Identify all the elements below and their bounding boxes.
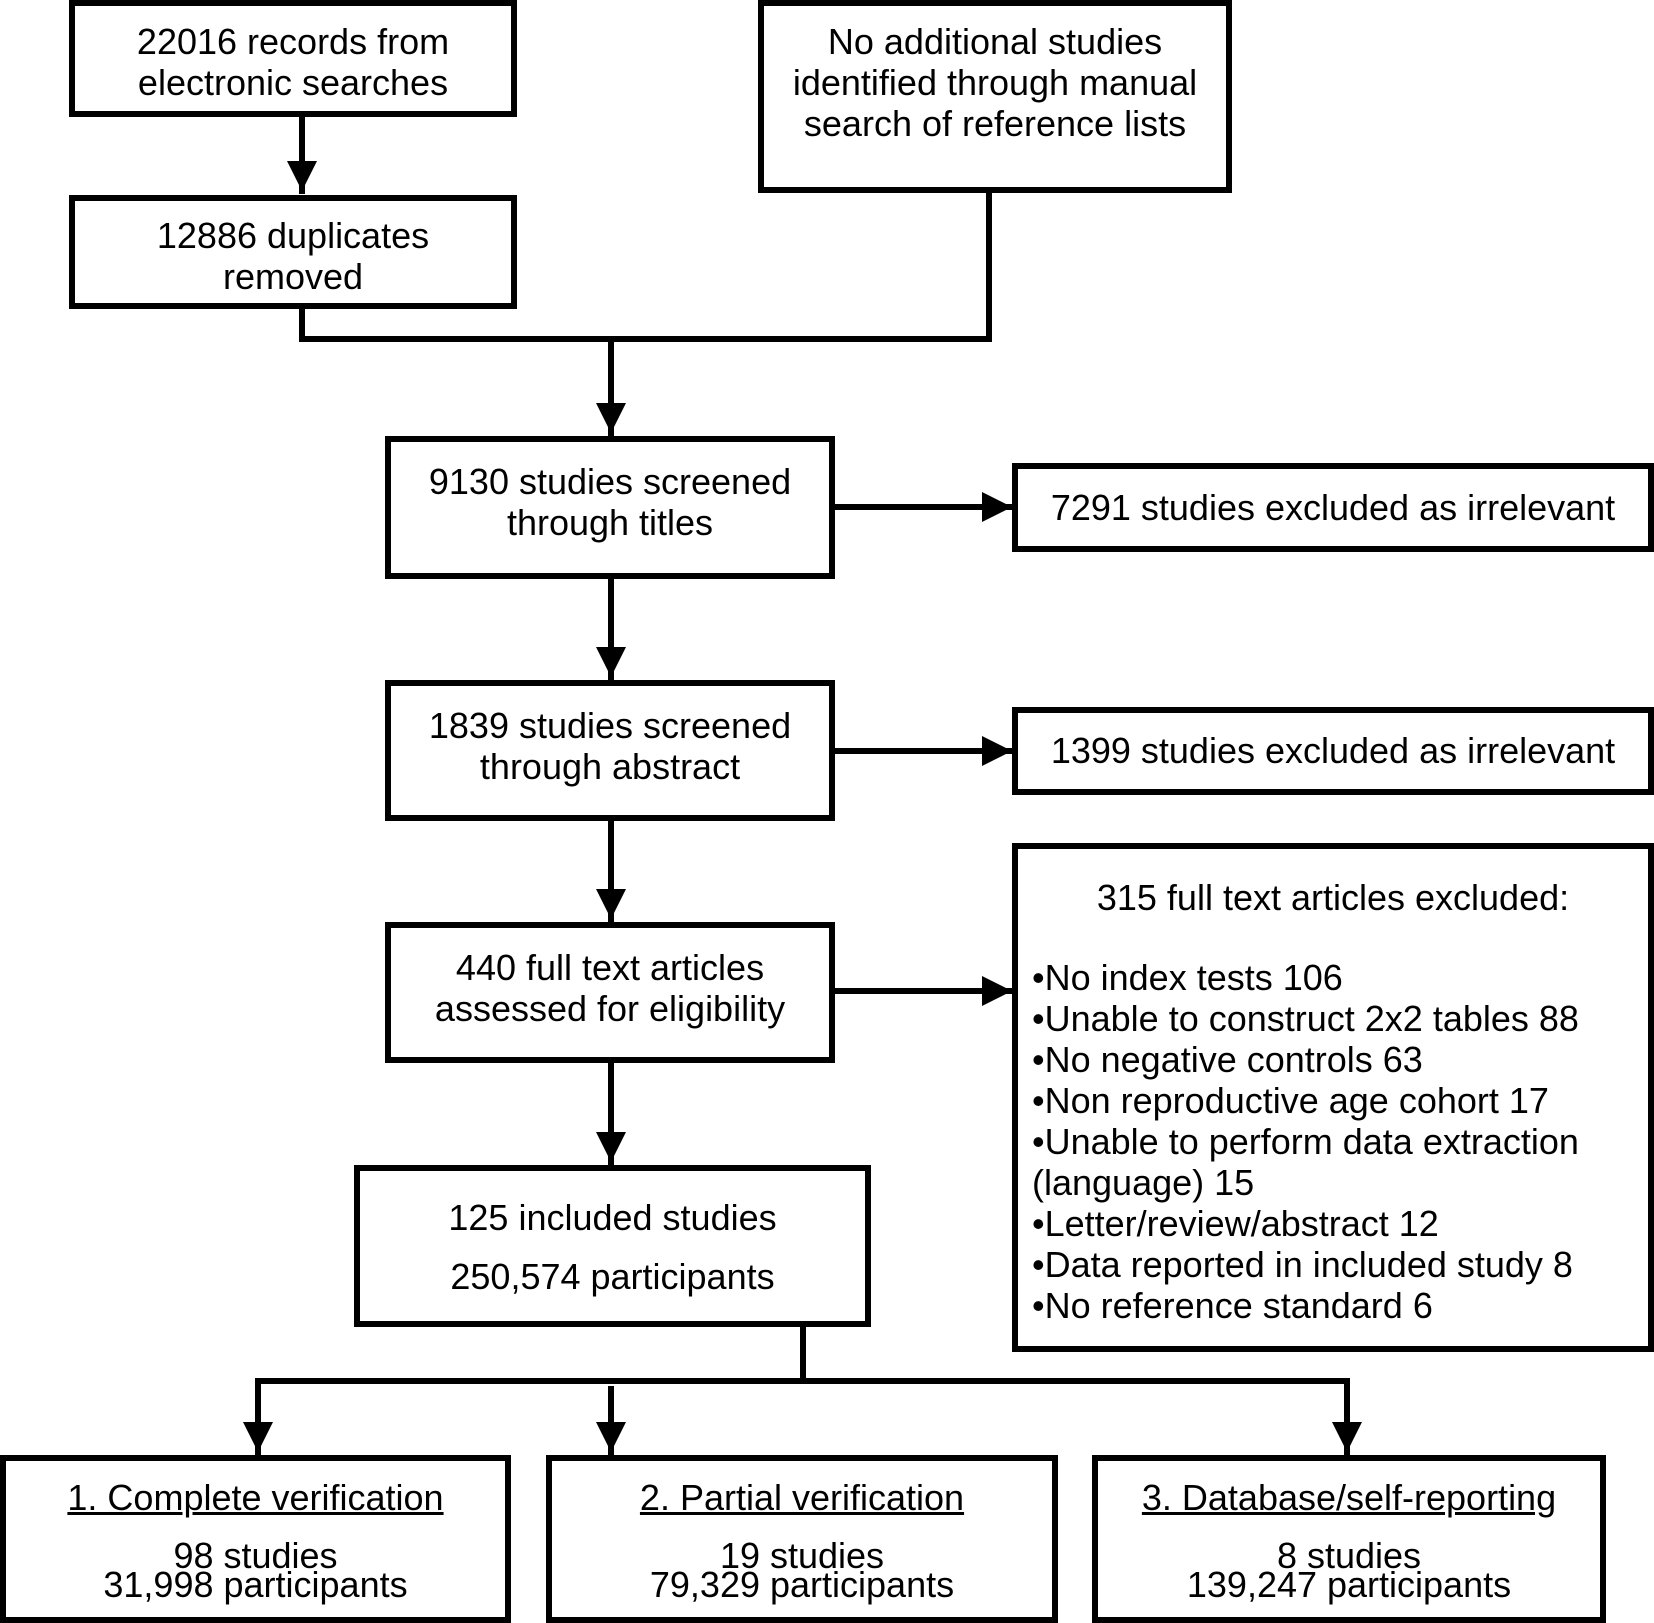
group-participants: 79,329 participants <box>649 1564 955 1605</box>
records-line-1: 22016 records from <box>136 21 450 62</box>
manual-search-line-3: search of reference lists <box>803 103 1187 144</box>
group-participants: 31,998 participants <box>103 1564 408 1605</box>
exclusion-reason: •Unable to construct 2x2 tables 88 <box>1032 998 1579 1039</box>
group-box-database-self-reporting: 3. Database/self-reporting 8 studies 139… <box>1092 1455 1606 1623</box>
fulltext-excluded-box: 315 full text articles excluded: •No ind… <box>1012 843 1654 1352</box>
records-box: 22016 records from electronic searches <box>69 0 517 117</box>
group-participants: 139,247 participants <box>1186 1564 1512 1605</box>
fulltext-line-1: 440 full text articles <box>455 947 765 988</box>
titles-box: 9130 studies screened through titles <box>385 436 835 579</box>
group-box-complete-verification: 1. Complete verification 98 studies 31,9… <box>0 1455 511 1623</box>
abstract-box: 1839 studies screened through abstract <box>385 680 835 821</box>
exclusion-reason: (language) 15 <box>1032 1162 1255 1203</box>
group-title: 3. Database/self-reporting <box>1141 1477 1557 1518</box>
included-box: 125 included studies 250,574 participant… <box>354 1165 871 1327</box>
included-participants-count: 250,574 participants <box>450 1256 775 1297</box>
group-title: 1. Complete verification <box>67 1477 444 1518</box>
group-studies: 19 studies <box>719 1535 885 1576</box>
group-box-partial-verification: 2. Partial verification 19 studies 79,32… <box>546 1455 1058 1623</box>
titles-line-2: through titles <box>506 502 714 543</box>
group-studies: 98 studies <box>173 1535 338 1576</box>
exclusion-reasons-list: •No index tests 106 •Unable to construct… <box>1032 957 1579 1326</box>
titles-line-1: 9130 studies screened <box>428 461 792 502</box>
exclusion-reason: •Letter/review/abstract 12 <box>1032 1203 1439 1244</box>
manual-search-line-2: identified through manual <box>792 62 1198 103</box>
records-line-2: electronic searches <box>137 62 449 103</box>
merge-connector <box>299 190 992 342</box>
exclusion-reason: •Data reported in included study 8 <box>1032 1244 1573 1285</box>
manual-search-line-1: No additional studies <box>827 21 1163 62</box>
included-studies-count: 125 included studies <box>448 1197 777 1238</box>
fulltext-line-2: assessed for eligibility <box>434 988 786 1029</box>
exclusion-reason: •No index tests 106 <box>1032 957 1343 998</box>
duplicates-line-1: 12886 duplicates <box>156 215 430 256</box>
fulltext-excluded-heading: 315 full text articles excluded: <box>1096 877 1570 918</box>
exclusion-reason: •No reference standard 6 <box>1032 1285 1433 1326</box>
titles-excluded-box: 7291 studies excluded as irrelevant <box>1012 463 1654 552</box>
abstract-excluded-box: 1399 studies excluded as irrelevant <box>1012 707 1654 795</box>
exclusion-reason: •Non reproductive age cohort 17 <box>1032 1080 1549 1121</box>
titles-excluded-text: 7291 studies excluded as irrelevant <box>1050 487 1616 528</box>
fulltext-box: 440 full text articles assessed for elig… <box>385 922 835 1063</box>
duplicates-box: 12886 duplicates removed <box>69 195 517 309</box>
duplicates-line-2: removed <box>222 256 364 297</box>
group-title: 2. Partial verification <box>639 1477 965 1518</box>
manual-search-box: No additional studies identified through… <box>758 0 1232 193</box>
abstract-line-2: through abstract <box>479 746 741 787</box>
group-studies: 8 studies <box>1276 1535 1422 1576</box>
abstract-line-1: 1839 studies screened <box>428 705 792 746</box>
abstract-excluded-text: 1399 studies excluded as irrelevant <box>1050 730 1616 771</box>
exclusion-reason: •Unable to perform data extraction <box>1032 1121 1579 1162</box>
exclusion-reason: •No negative controls 63 <box>1032 1039 1423 1080</box>
